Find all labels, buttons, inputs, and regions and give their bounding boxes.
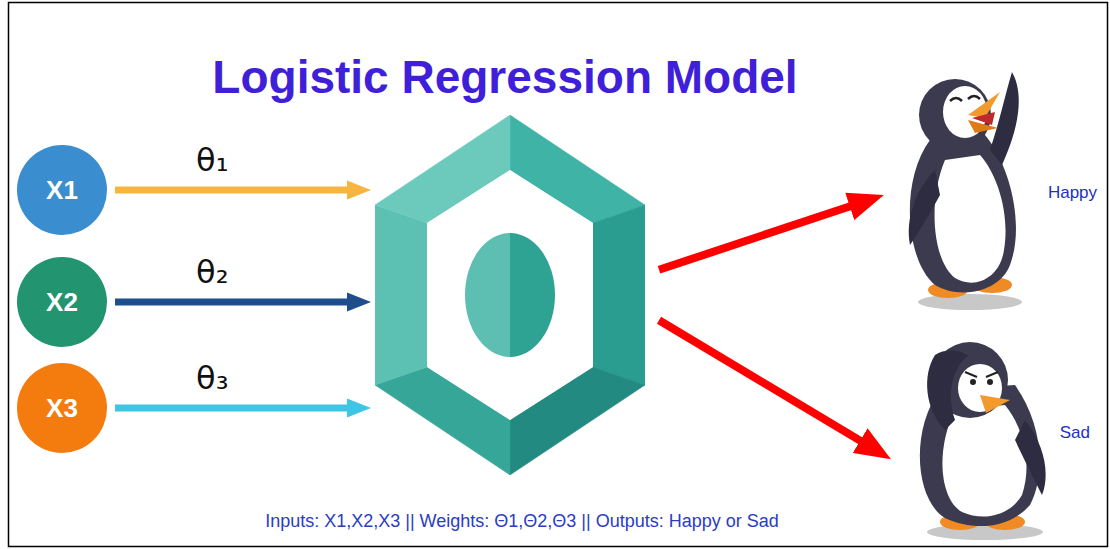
penguin-eye [987,379,993,385]
model-hexagon [375,115,645,475]
weighted-arrow [115,187,359,194]
hexagon-inner [427,170,593,420]
node-text: Happy [1048,183,1097,203]
node-text: Sad [1060,423,1090,443]
sad-penguin [920,342,1046,540]
hexagon-outline [375,115,645,475]
penguin-brow [965,372,977,377]
hexagon-facet [375,205,427,385]
hexagon-core [510,233,555,357]
penguin-flipper [927,351,968,430]
penguin-beak [968,120,998,133]
weighted-arrow [659,320,876,450]
weight-label: θ₂ [194,254,230,291]
outcome-node: Happy [888,65,1107,320]
penguin-eye [968,96,980,99]
penguin-flipper [990,72,1019,165]
node-text: X3 [46,393,78,424]
penguin-flipper [1015,420,1046,495]
weighted-arrow [659,201,867,270]
penguin-beak [968,92,1000,118]
weight-label: θ₃ [194,360,230,397]
penguin-beak [980,395,1010,413]
penguin-shadow [918,294,1022,310]
node-text: X2 [46,287,78,318]
diagram-title: Logistic Regression Model [0,50,1010,104]
weight-label: θ₁ [194,142,230,179]
hexagon-facet [593,205,645,385]
penguin-belly [935,155,1006,283]
weighted-arrow [115,405,359,412]
weighted-arrow [115,299,359,306]
input-circle: X2 [17,257,107,347]
hexagon-core [465,233,510,357]
penguin-eye [950,98,962,101]
input-circle: X3 [17,363,107,453]
happy-penguin [909,72,1022,310]
node-text: X1 [46,175,78,206]
penguin-brow [986,372,998,377]
input-circle: X1 [17,145,107,235]
penguin-flipper [909,170,940,245]
penguin-belly [942,405,1026,517]
outcome-node: Sad [895,330,1100,535]
penguin-eye [970,379,976,385]
diagram-caption: Inputs: X1,X2,X3 || Weights: Θ1,Θ2,Θ3 ||… [0,511,1044,532]
